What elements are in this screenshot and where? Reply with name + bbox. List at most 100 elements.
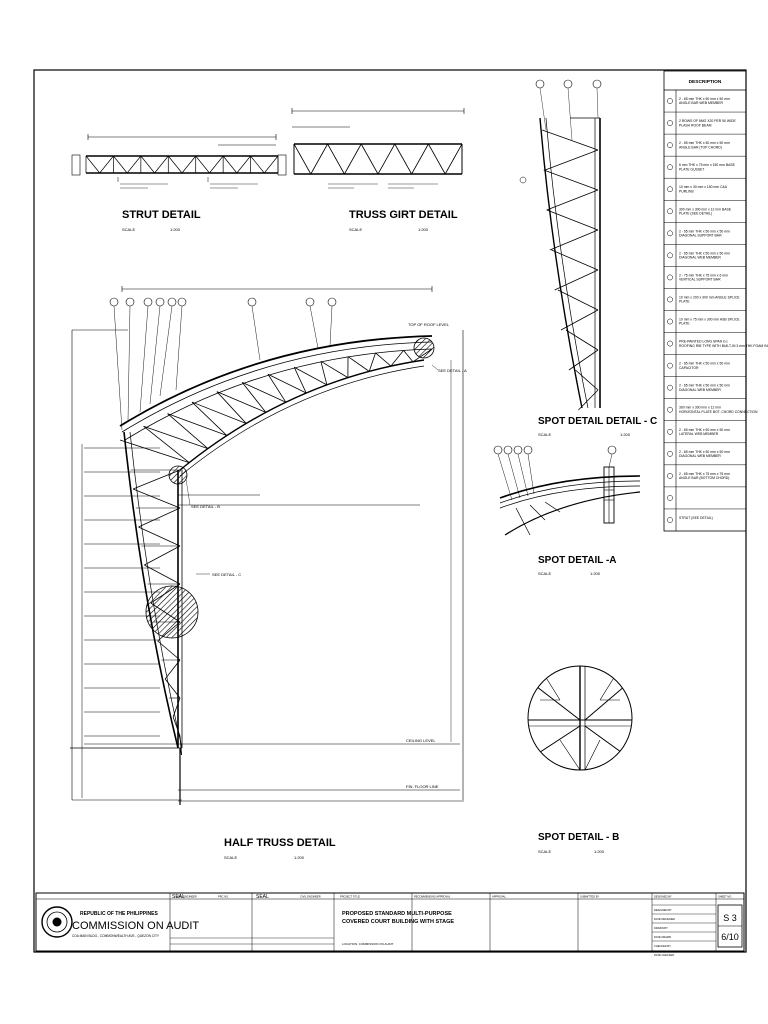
top-of-roof-callout: TOP OF ROOF LEVEL [408, 322, 450, 327]
member-tag-bubble [327, 297, 337, 307]
spotb-scale-label: SCALE [538, 849, 551, 854]
spot-detail-a: SPOT DETAIL -A SCALE 1:200 [493, 445, 641, 576]
member-tag-bubble [247, 297, 257, 307]
description-item-bubble [667, 186, 673, 193]
title-block-col-label: APPROVAL [492, 895, 506, 899]
description-table: DESCRIPTION 2 - 65 mm THK x 50 mm x 50 m… [663, 70, 768, 532]
agency-sub: COA MAIN BLDG., COMMONWEALTH AVE., QUEZO… [72, 934, 160, 938]
description-item-bubble [667, 142, 673, 148]
half-scale-value: 1:200 [294, 855, 305, 860]
title-block-col-label: CIVIL ENGINEER [300, 895, 321, 899]
description-item-bubble [667, 318, 673, 325]
description-item-bubble [667, 252, 673, 259]
member-tag-bubble [155, 297, 165, 307]
member-tag-bubble [125, 297, 135, 307]
spot-detail-c-title: SPOT DETAIL DETAIL - C [538, 416, 657, 427]
see-detail-b-callout: SEE DETAIL - B [191, 504, 220, 509]
spot-detail-c: SPOT DETAIL DETAIL - C SCALE 1:200 [519, 79, 657, 437]
see-detail-a-callout: SEE DETAIL - A [438, 368, 467, 373]
spotb-scale-value: 1:200 [594, 849, 605, 854]
description-item-bubble [667, 362, 673, 369]
half-truss-title: HALF TRUSS DETAIL [224, 837, 336, 849]
member-tag-bubble [607, 445, 617, 455]
spotc-scale-value: 1:200 [620, 432, 631, 437]
title-block-col-label: PRC NO. [218, 895, 229, 899]
description-item-bubble [667, 208, 673, 215]
truss-girt-detail-title: TRUSS GIRT DETAIL [349, 209, 458, 221]
description-item-bubble [667, 517, 673, 523]
description-item-bubble [667, 428, 673, 435]
spotc-scale-label: SCALE [538, 432, 551, 437]
description-item-bubble [667, 340, 673, 347]
description-item-bubble [667, 406, 673, 413]
member-tag-bubble [109, 297, 119, 307]
project-title-line2: COVERED COURT BUILDING WITH STAGE [342, 919, 454, 925]
description-item-bubble [667, 230, 673, 237]
spot-detail-b-title: SPOT DETAIL - B [538, 832, 619, 843]
description-item-bubble [667, 450, 673, 457]
girt-scale-value: 1:200 [418, 227, 429, 232]
member-tag-bubble [177, 297, 187, 307]
seal-label-2: SEAL [256, 894, 269, 900]
member-tag-bubble [513, 445, 523, 455]
description-item: STRUT (SEE DETAIL) [679, 516, 713, 520]
description-item-bubble [667, 164, 673, 171]
spota-scale-value: 1:200 [590, 571, 601, 576]
sheet-number: 6/10 [721, 932, 739, 942]
member-tag-bubble [523, 445, 533, 455]
title-block-col-label: CIVIL ENGINEER [176, 895, 197, 899]
description-item-bubble [667, 384, 673, 391]
spot-detail-b: SPOT DETAIL - B SCALE 1:200 [527, 665, 633, 854]
title-block-row-label: DESIGNED BY [654, 908, 672, 912]
title-block-col-label: SHEET NO. [718, 895, 732, 899]
project-title-line1: PROPOSED STANDARD MULTI-PURPOSE [342, 911, 452, 917]
member-tag-bubble [167, 297, 177, 307]
strut-detail-title: STRUT DETAIL [122, 209, 201, 221]
sheet-code: S 3 [723, 913, 737, 923]
member-tag-bubble [503, 445, 513, 455]
description-item-bubble [667, 296, 673, 303]
title-block-row-label: CHECKED BY [654, 944, 671, 948]
agency-name: COMMISSION ON AUDIT [72, 920, 199, 932]
truss-girt-detail: TRUSS GIRT DETAIL SCALE 1:200 [291, 108, 465, 232]
title-block-row-label: DATE DESIGNED [654, 917, 675, 921]
title-block-col-label: DESIGNED BY [654, 895, 672, 899]
member-tag-bubble [143, 297, 153, 307]
see-detail-c-callout: SEE DETAIL - C [212, 572, 241, 577]
title-block: REPUBLIC OF THE PHILIPPINES COMMISSION O… [35, 892, 745, 957]
sheet-border [33, 69, 747, 953]
title-block-row-label: DRAWN BY [654, 926, 668, 930]
title-block-col-label: PROJECT TITLE [340, 895, 360, 899]
strut-scale-value: 1:200 [170, 227, 181, 232]
description-item-bubble [667, 473, 673, 479]
member-tag-bubble [305, 297, 315, 307]
detail-circle-a [413, 337, 435, 359]
description-item-bubble [667, 120, 673, 126]
project-location: LOCATION: COMMISSION ON AUDIT [342, 942, 394, 946]
description-item-bubble [667, 495, 673, 501]
spota-scale-label: SCALE [538, 571, 551, 576]
spot-detail-a-title: SPOT DETAIL -A [538, 555, 617, 566]
description-header: DESCRIPTION [689, 79, 722, 85]
strut-detail: STRUT DETAIL SCALE 1:200 [71, 134, 287, 232]
title-block-row-label: DATE DRAWN [654, 935, 671, 939]
girt-scale-label: SCALE [349, 227, 362, 232]
member-tag-bubble [493, 445, 503, 455]
description-item-bubble [667, 274, 673, 281]
title-block-col-label: SUBMITTED BY [580, 895, 599, 899]
ceiling-level-callout: CEILING LEVEL [406, 738, 436, 743]
